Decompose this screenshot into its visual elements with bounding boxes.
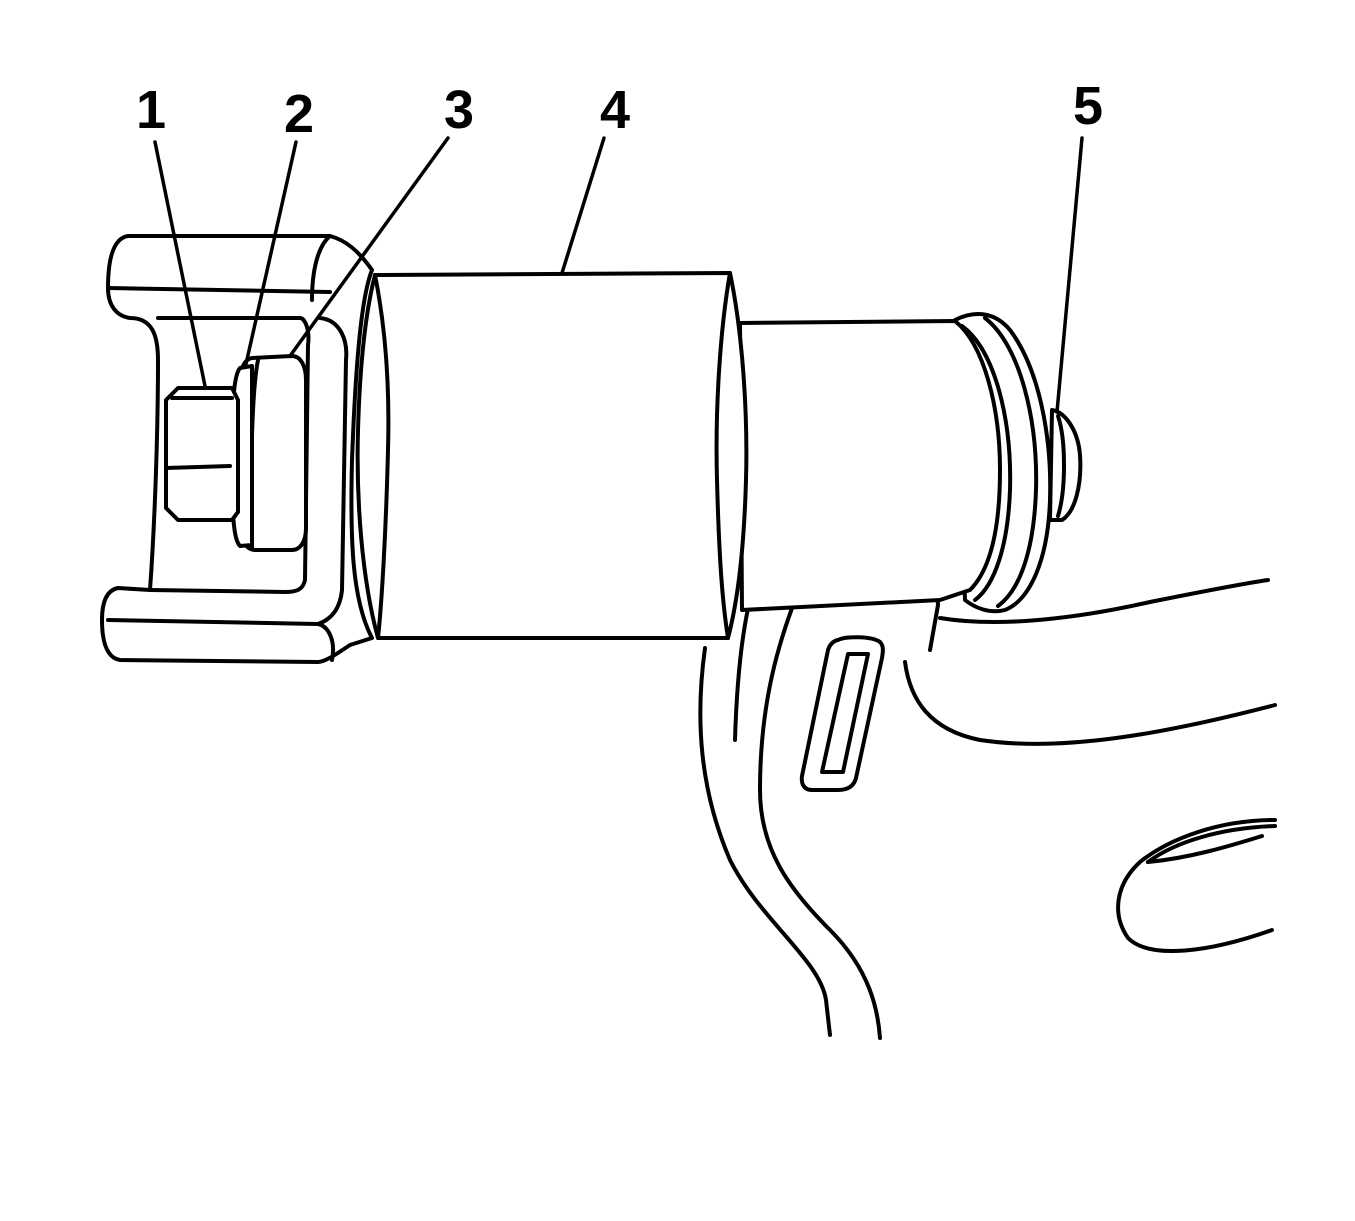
callout-2: 2	[284, 84, 314, 144]
callout-3: 3	[444, 80, 474, 140]
leader-lines	[153, 136, 1084, 414]
nut	[164, 386, 240, 522]
bushing-tube	[738, 319, 1002, 612]
control-arm	[698, 496, 1277, 1040]
callout-5: 5	[1073, 76, 1103, 136]
callout-4: 4	[600, 80, 630, 140]
callout-1: 1	[136, 80, 166, 140]
leader-1	[153, 140, 207, 388]
leader-4	[560, 136, 606, 275]
leader-3	[288, 136, 450, 358]
leader-2	[244, 140, 298, 366]
callout-labels: 1 2 3 4 5	[136, 76, 1103, 144]
leader-5	[1055, 136, 1084, 414]
receiver-tool	[355, 271, 749, 640]
